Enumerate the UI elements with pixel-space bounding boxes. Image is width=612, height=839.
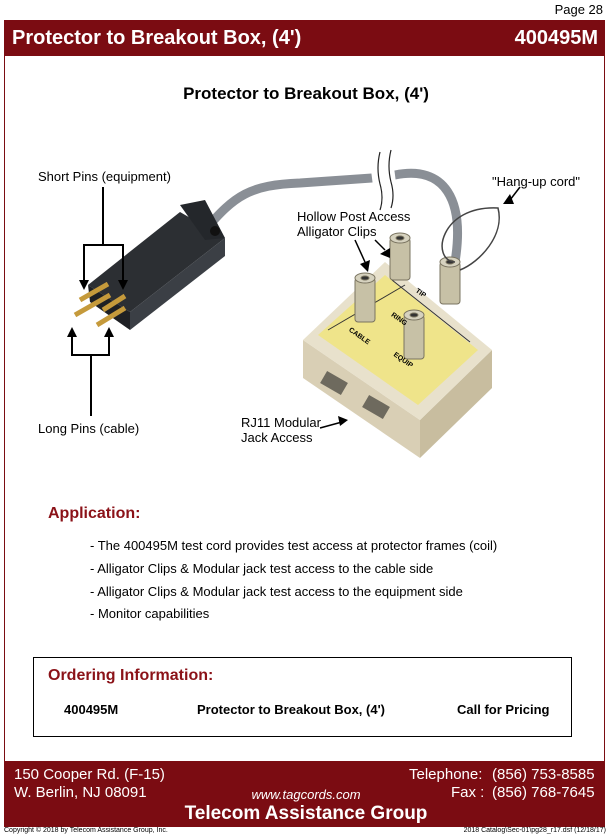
copyright: Copyright © 2018 by Telecom Assistance G… xyxy=(4,827,168,834)
callout-hang-up-cord: "Hang-up cord" xyxy=(492,174,580,189)
content-title: Protector to Breakout Box, (4') xyxy=(183,84,429,103)
footer-company-name: Telecom Assistance Group xyxy=(184,803,428,824)
ordering-part-number: 400495M xyxy=(64,702,119,717)
header-part-number: 400495M xyxy=(514,27,598,49)
ordering-heading: Ordering Information: xyxy=(48,667,214,684)
header-title: Protector to Breakout Box, (4') xyxy=(12,27,302,49)
content-frame xyxy=(4,56,605,761)
application-item: - The 400495M test cord provides test ac… xyxy=(90,538,498,553)
application-item: - Alligator Clips & Modular jack test ac… xyxy=(90,584,463,599)
callout-short-pins: Short Pins (equipment) xyxy=(38,169,171,184)
ordering-box xyxy=(33,657,572,737)
footer-phone-label: Telephone: xyxy=(409,766,483,783)
footer-fax-label: Fax : xyxy=(451,784,485,801)
application-item: - Alligator Clips & Modular jack test ac… xyxy=(90,561,434,576)
callout-rj11-1: RJ11 Modular xyxy=(241,415,321,430)
ordering-description: Protector to Breakout Box, (4') xyxy=(197,702,386,717)
footer-address-line-2: W. Berlin, NJ 08091 xyxy=(14,784,147,801)
callout-hollow-post-2: Alligator Clips xyxy=(297,224,377,239)
product-photo xyxy=(67,149,521,458)
footer-website[interactable]: www.tagcords.com xyxy=(251,787,361,802)
callout-rj11-2: Jack Access xyxy=(241,430,313,445)
plug-connector xyxy=(73,200,225,330)
callout-hollow-post-1: Hollow Post Access xyxy=(297,209,411,224)
ordering-price: Call for Pricing xyxy=(457,702,550,717)
header-bar xyxy=(4,20,605,56)
footer-address-line-1: 150 Cooper Rd. (F-15) xyxy=(14,766,165,783)
application-item: - Monitor capabilities xyxy=(90,606,210,621)
alligator-posts xyxy=(354,232,461,360)
callout-long-pins: Long Pins (cable) xyxy=(38,421,140,436)
footer-fax: (856) 768-7645 xyxy=(492,784,595,801)
application-heading: Application: xyxy=(48,505,141,522)
page-number: Page 28 xyxy=(554,2,603,17)
file-reference: 2018 Catalog\Sec-01\pg28_r17.dsf (12/18/… xyxy=(463,827,606,834)
footer-phone: (856) 753-8585 xyxy=(492,766,595,783)
footer-bar xyxy=(4,761,605,827)
